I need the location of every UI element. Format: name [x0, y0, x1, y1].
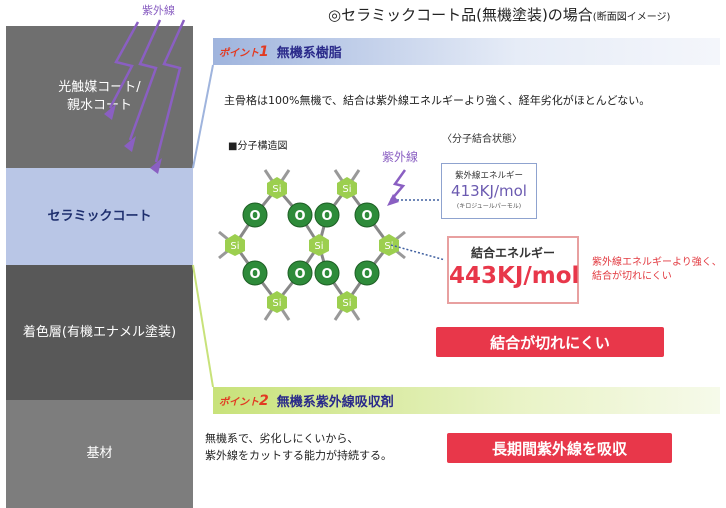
si-atom-label: Si	[342, 184, 351, 195]
bond-energy-title: 結合エネルギー	[470, 246, 555, 260]
layer-label: セラミックコート	[47, 208, 152, 224]
layer-ceramic: セラミックコート	[6, 168, 193, 265]
o-atom	[287, 202, 313, 228]
layer-substrate: 基材	[6, 400, 193, 508]
bond-state-label: 〈分子結合状態〉	[442, 134, 522, 145]
o-atom	[354, 260, 380, 286]
connector-point2	[192, 264, 214, 388]
si-atom-label: Si	[342, 298, 351, 309]
layer-label: 親水コート	[66, 98, 132, 113]
o-atom-label: O	[294, 267, 305, 282]
si-atom	[337, 177, 357, 199]
point1-description: 主骨格は100%無機で、結合は紫外線エネルギーより強く、経年劣化がほとんどない。	[224, 94, 651, 107]
red-note: 紫外線エネルギーより強く、 結合が切れにくい	[592, 256, 722, 284]
si-atom-label: Si	[384, 241, 393, 252]
dotted-connector	[390, 244, 445, 261]
uv-arrows-icon	[108, 19, 186, 163]
uv-energy-box: 紫外線エネルギー 413KJ/mol (キロジュールパーモル)	[441, 163, 537, 219]
point1-title: 無機系樹脂	[276, 46, 342, 61]
page-title: ◎セラミックコート品(無機塗装)の場合(断面図イメージ)	[328, 6, 671, 24]
o-atom-label: O	[321, 267, 332, 282]
uv-label-mid: 紫外線	[382, 150, 419, 164]
si-atom	[267, 177, 287, 199]
o-atom	[242, 260, 268, 286]
o-atom-label: O	[249, 209, 260, 224]
o-atom	[314, 202, 340, 228]
uv-absorb-banner: 長期間紫外線を吸収	[447, 433, 672, 463]
si-atom-label: Si	[230, 241, 239, 252]
si-atom	[309, 234, 329, 256]
uv-arrowheads-icon	[104, 104, 162, 174]
point2-desc-line1: 無機系で、劣化しにくいから、	[205, 432, 359, 445]
si-atom	[267, 291, 287, 313]
uv-lightning-icon	[390, 169, 407, 201]
bond-energy-value: 443KJ/mol	[449, 263, 580, 289]
si-atom	[337, 291, 357, 313]
point1-tag: ポイント1	[219, 43, 269, 60]
o-atom-label: O	[361, 209, 372, 224]
o-atom	[354, 202, 380, 228]
bond-strong-banner: 結合が切れにくい	[436, 327, 664, 357]
uv-energy-reading: (キロジュールパーモル)	[456, 203, 522, 210]
red-note-line2: 結合が切れにくい	[592, 271, 672, 282]
point1-bar: ポイント1 無機系樹脂	[213, 38, 720, 65]
molecule-label: ■分子構造図	[228, 141, 288, 152]
title-note: (断面図イメージ)	[592, 12, 671, 23]
point2-title: 無機系紫外線吸収剤	[276, 395, 394, 410]
o-atom	[287, 260, 313, 286]
o-atom-label: O	[294, 209, 305, 224]
o-atom-label: O	[361, 267, 372, 282]
o-atom-label: O	[249, 267, 260, 282]
uv-lightning-head-icon	[387, 194, 399, 206]
si-atom-label: Si	[272, 298, 281, 309]
si-atom-label: Si	[272, 184, 281, 195]
bond-energy-box: 結合エネルギー 443KJ/mol	[447, 236, 579, 304]
uv-energy-value: 413KJ/mol	[451, 182, 527, 200]
si-atom	[379, 234, 399, 256]
o-atom	[314, 260, 340, 286]
si-atom-label: Si	[314, 241, 323, 252]
layer-color: 着色層(有機エナメル塗装)	[6, 265, 193, 400]
layer-label: 着色層(有機エナメル塗装)	[22, 324, 177, 340]
point2-description: 無機系で、劣化しにくいから、 紫外線をカットする能力が持続する。	[205, 430, 392, 464]
layer-label: 基材	[86, 446, 113, 461]
uv-energy-title: 紫外線エネルギー	[454, 171, 523, 181]
o-atom-label: O	[321, 209, 332, 224]
point2-bar: ポイント2 無機系紫外線吸収剤	[213, 387, 720, 414]
uv-label-top: 紫外線	[142, 4, 175, 17]
connector-point1-top	[192, 64, 214, 169]
point2-tag: ポイント2	[219, 392, 269, 409]
red-note-line1: 紫外線エネルギーより強く、	[592, 257, 722, 268]
point2-desc-line2: 紫外線をカットする能力が持続する。	[205, 449, 392, 462]
o-atom	[242, 202, 268, 228]
si-atom	[225, 234, 245, 256]
